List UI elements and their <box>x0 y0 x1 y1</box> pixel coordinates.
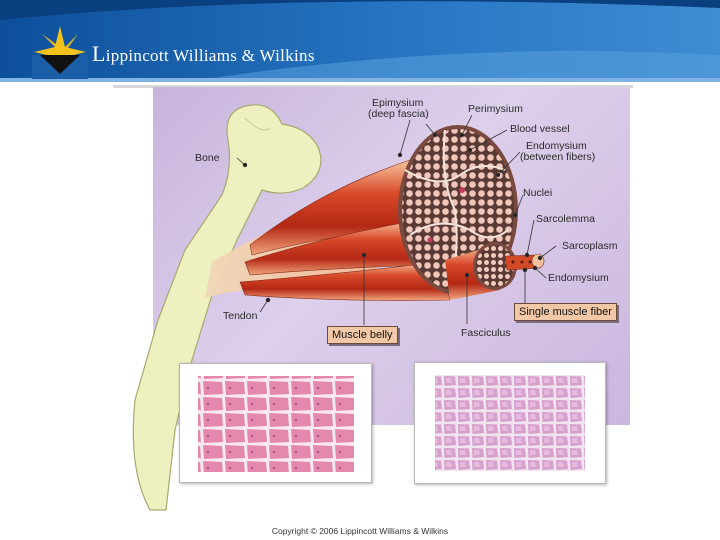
single-fiber-shape <box>504 253 545 271</box>
label-between-fibers: (between fibers) <box>520 151 596 163</box>
label-muscle-belly: Muscle belly <box>327 326 398 344</box>
label-perimysium: Perimysium <box>468 103 523 115</box>
label-epimysium: Epimysium <box>372 97 424 109</box>
label-nuclei: Nuclei <box>523 187 553 199</box>
label-blood-vessel: Blood vessel <box>510 123 570 135</box>
label-sarcolemma: Sarcolemma <box>536 213 595 225</box>
header-background <box>0 0 720 88</box>
label-deep-fascia: (deep fascia) <box>368 108 429 120</box>
bone-shape <box>132 104 322 511</box>
label-bone: Bone <box>195 152 220 164</box>
muscle-belly-shape <box>239 159 451 301</box>
label-fasciculus: Fasciculus <box>461 327 511 339</box>
histology-photo-left <box>179 363 372 483</box>
brand-name: Lippincott Williams & Wilkins <box>92 41 315 66</box>
leader-lines <box>236 114 557 325</box>
histology-photo-right <box>414 362 606 484</box>
label-endomysium-top: Endomysium <box>526 140 587 152</box>
divider <box>113 85 633 88</box>
histology-image-right <box>435 375 585 471</box>
label-single-muscle-fiber: Single muscle fiber <box>514 303 617 321</box>
lww-logo-icon <box>32 26 88 79</box>
fasciculus-shape <box>445 242 517 300</box>
label-tendon: Tendon <box>223 310 258 322</box>
copyright-text: Copyright © 2006 Lippincott Williams & W… <box>271 526 449 536</box>
header-banner: Lippincott Williams & Wilkins <box>0 0 720 88</box>
histology-image-left <box>198 376 354 472</box>
label-sarcoplasm: Sarcoplasm <box>562 240 618 252</box>
label-endomysium-bottom: Endomysium <box>548 272 609 284</box>
